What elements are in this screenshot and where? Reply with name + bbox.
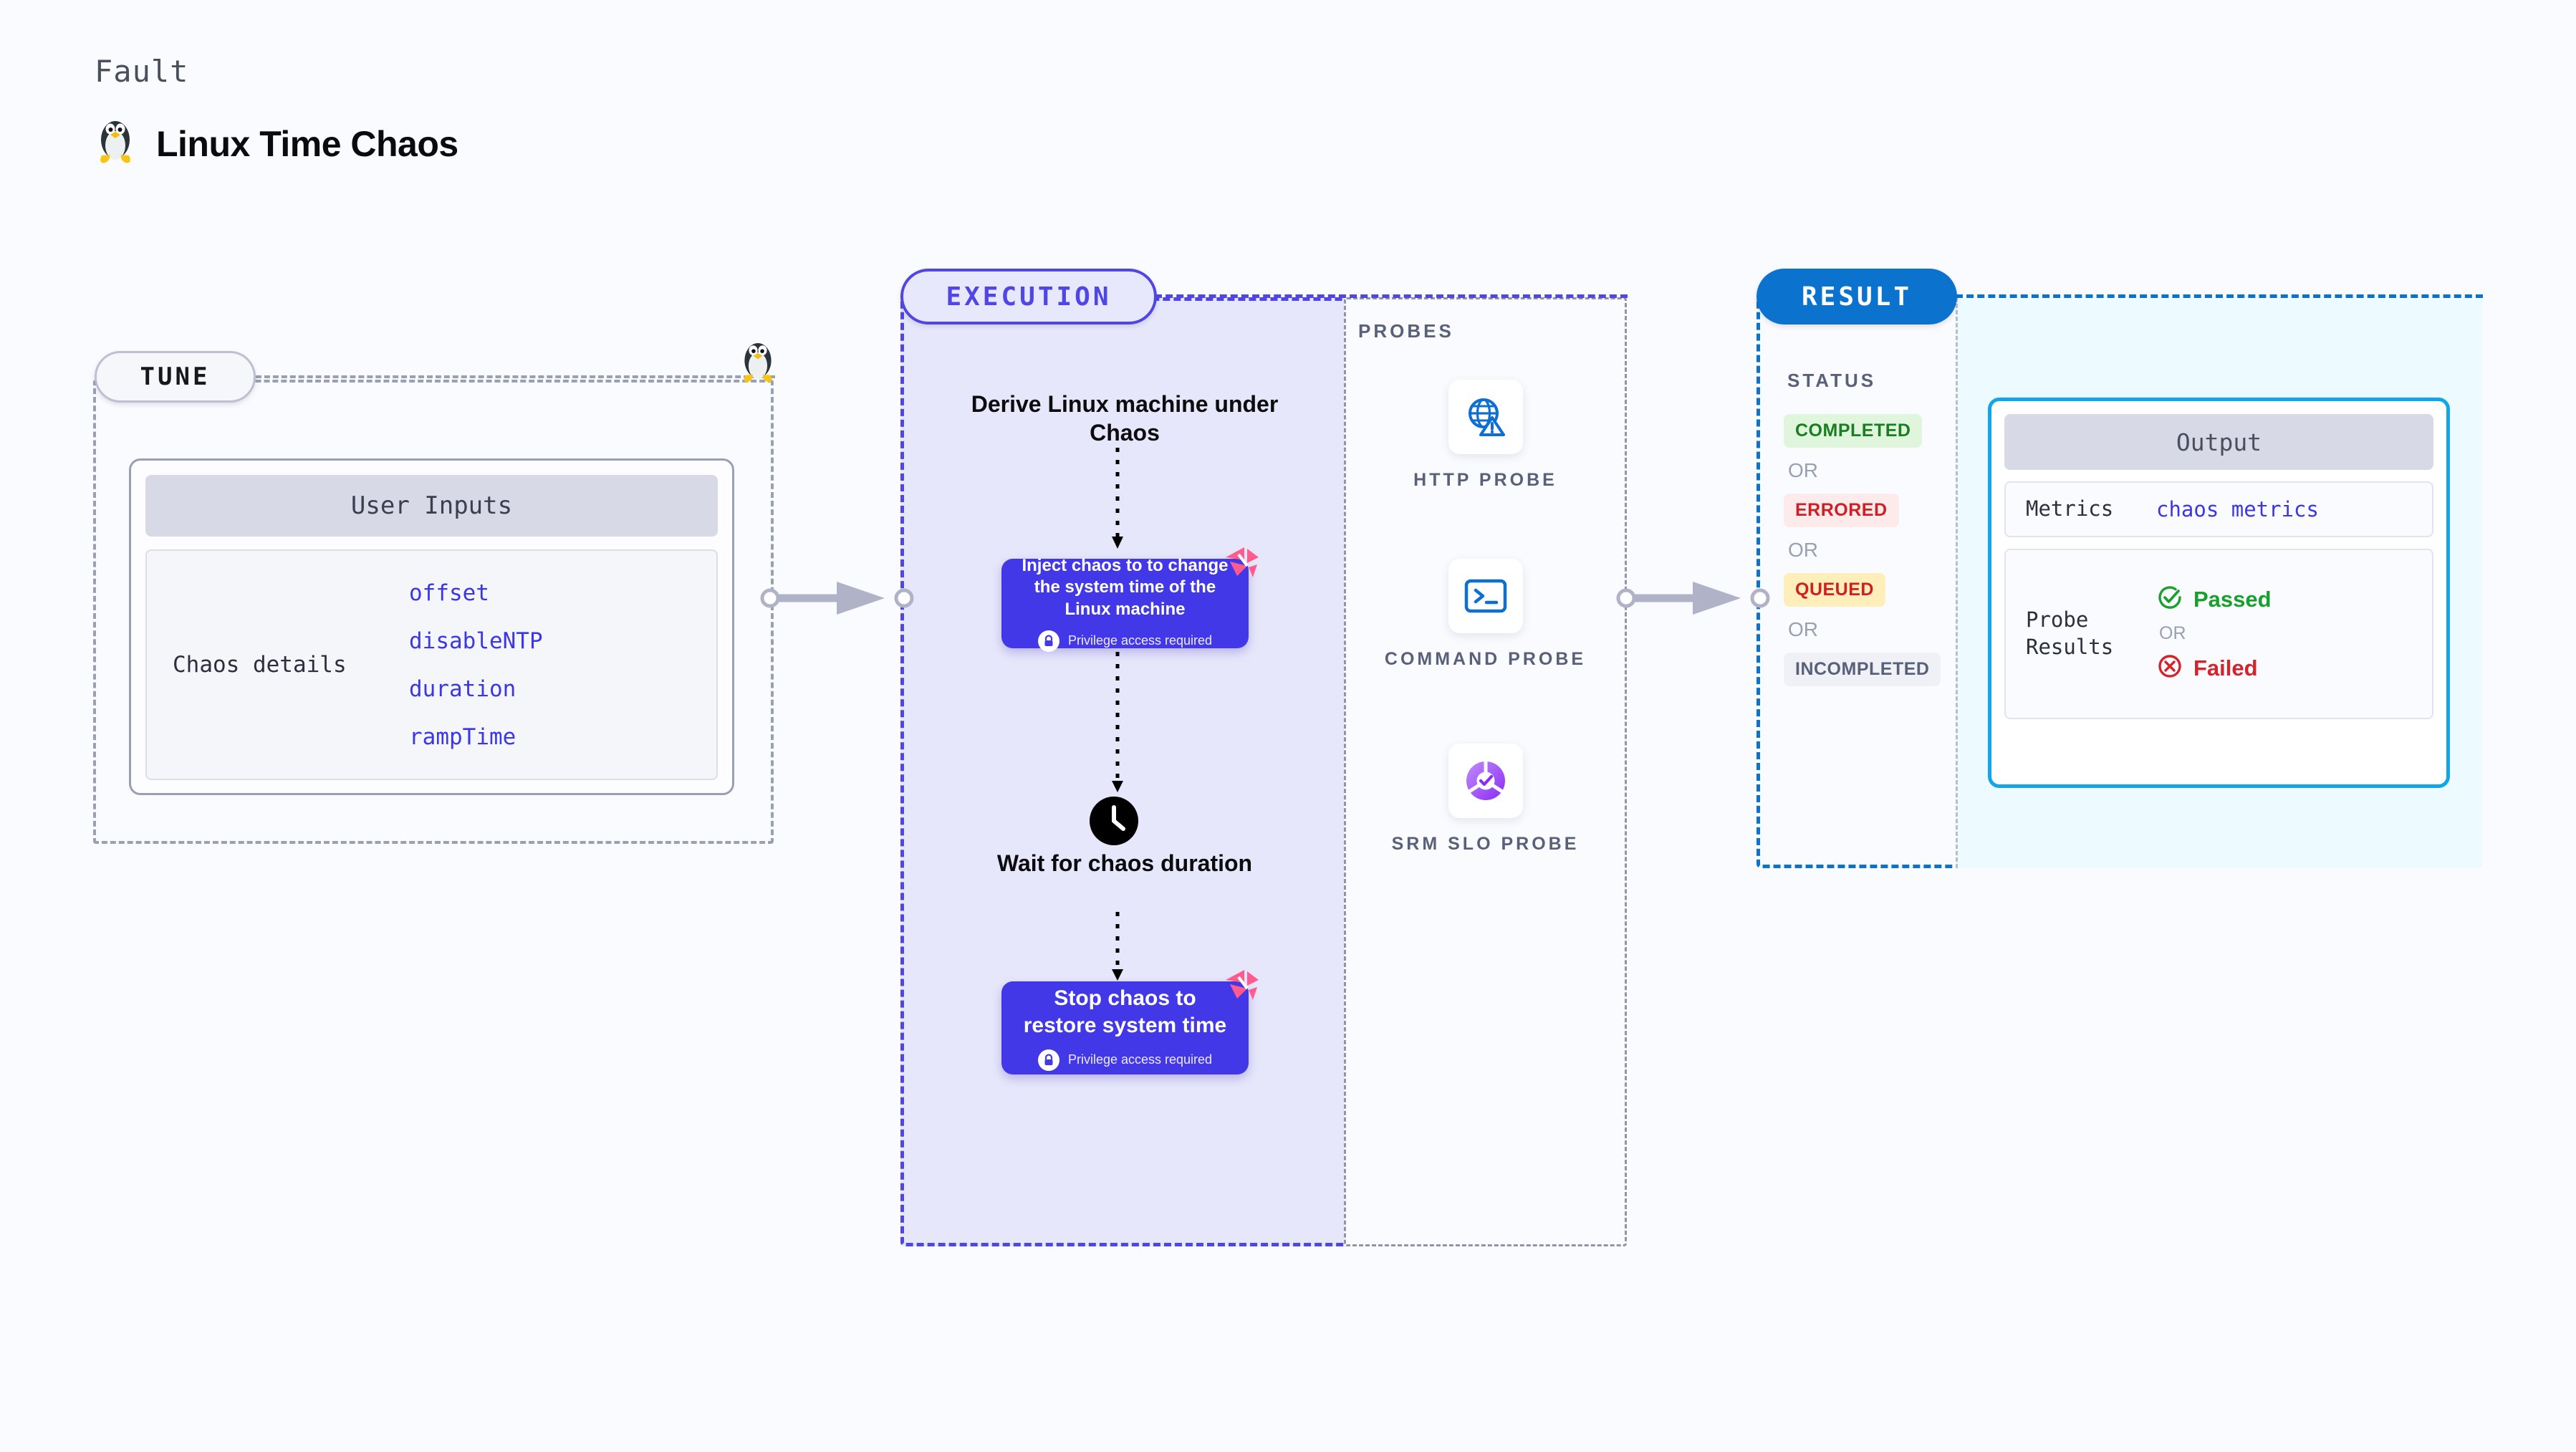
probe-item-command[interactable]: COMMAND PROBE	[1344, 559, 1627, 671]
execution-panel-top-edge	[1155, 294, 1628, 298]
output-metrics-key: Metrics	[2026, 496, 2114, 521]
probe-item-srm-slo[interactable]: SRM SLO PROBE	[1344, 744, 1627, 856]
connector-tune-to-execution	[760, 582, 914, 615]
failed-label: Failed	[2193, 655, 2258, 681]
probe-result-values: Passed OR Failed	[2156, 584, 2272, 683]
globe-warning-icon	[1448, 380, 1523, 454]
tune-linux-tux-icon	[739, 340, 777, 388]
probe-result-passed: Passed	[2156, 584, 2272, 615]
or-label: OR	[1788, 539, 1818, 561]
user-inputs-title: User Inputs	[145, 475, 718, 537]
chaos-detail-disablentp[interactable]: disableNTP	[409, 628, 543, 654]
privilege-note-text: Privilege access required	[1067, 633, 1213, 648]
user-inputs-card: User Inputs Chaos details offset disable…	[129, 458, 734, 795]
output-metrics-row: Metrics chaos metrics	[2004, 481, 2433, 537]
result-panel-top-edge	[1956, 294, 2483, 298]
or-label: OR	[2159, 623, 2186, 644]
output-probe-key: Probe Results	[2026, 607, 2114, 659]
linux-tux-icon	[95, 118, 136, 169]
fault-kicker: Fault	[95, 54, 189, 89]
step-card-stop-chaos[interactable]: Stop chaos to restore system time Privil…	[1001, 970, 1259, 1074]
privilege-note: Privilege access required	[1037, 1049, 1213, 1071]
output-metrics-value[interactable]: chaos metrics	[2156, 496, 2319, 521]
connector-execution-to-result	[1616, 582, 1770, 615]
probe-label: SRM SLO PROBE	[1391, 834, 1580, 854]
tune-panel	[93, 380, 774, 844]
arrow-wait-to-stop	[1112, 912, 1123, 981]
status-list: COMPLETED OR ERRORED OR QUEUED OR INCOMP…	[1784, 414, 1948, 686]
lock-icon	[1037, 630, 1059, 652]
probe-label: HTTP PROBE	[1413, 470, 1557, 490]
chaos-details-values: offset disableNTP duration rampTime	[409, 580, 543, 750]
or-label: OR	[1788, 618, 1818, 640]
status-badge-completed: COMPLETED	[1784, 414, 1923, 448]
harness-logo-icon	[1223, 968, 1260, 1006]
clock-icon	[1088, 795, 1140, 850]
output-title: Output	[2004, 414, 2433, 470]
step-title: Stop chaos to restore system time	[1023, 986, 1227, 1037]
step-title: Inject chaos to to change the system tim…	[1022, 556, 1229, 619]
wait-step-label: Wait for chaos duration	[996, 850, 1253, 876]
harness-logo-icon	[1223, 546, 1260, 584]
execution-pill[interactable]: EXECUTION	[900, 269, 1157, 324]
arrow-head-to-inject	[1112, 448, 1123, 549]
output-card: Output Metrics chaos metrics Probe Resul…	[1988, 398, 2450, 788]
probe-label: COMMAND PROBE	[1384, 649, 1587, 669]
status-badge-incompleted: INCOMPLETED	[1784, 653, 1941, 686]
page-title: Linux Time Chaos	[156, 123, 458, 164]
page-title-row: Linux Time Chaos	[95, 118, 458, 169]
terminal-icon	[1448, 559, 1523, 633]
probes-title: PROBES	[1358, 320, 1454, 342]
chaos-details-key: Chaos details	[173, 652, 347, 678]
x-circle-icon	[2156, 653, 2183, 683]
privilege-note-text: Privilege access required	[1067, 1052, 1213, 1067]
chaos-detail-ramptime[interactable]: rampTime	[409, 723, 516, 750]
status-title: STATUS	[1787, 370, 1877, 391]
chaos-detail-offset[interactable]: offset	[409, 580, 489, 606]
probe-result-failed: Failed	[2156, 653, 2272, 683]
tune-panel-top-edge	[256, 375, 775, 378]
flow-heading: Derive Linux machine under Chaos	[971, 391, 1279, 446]
step-card-inject-chaos[interactable]: Inject chaos to to change the system tim…	[1001, 547, 1259, 652]
arrow-inject-to-wait	[1112, 652, 1123, 792]
passed-label: Passed	[2193, 586, 2272, 612]
chaos-detail-duration[interactable]: duration	[409, 675, 516, 702]
check-circle-icon	[2156, 584, 2183, 615]
result-pill[interactable]: RESULT	[1756, 269, 1957, 324]
tune-pill[interactable]: TUNE	[95, 351, 256, 403]
status-badge-queued: QUEUED	[1784, 573, 1885, 607]
output-probe-results-row: Probe Results Passed OR	[2004, 548, 2433, 719]
privilege-note: Privilege access required	[1037, 630, 1213, 652]
slo-donut-check-icon	[1448, 744, 1523, 818]
status-badge-errored: ERRORED	[1784, 494, 1899, 527]
or-label: OR	[1788, 459, 1818, 481]
chaos-details-row: Chaos details offset disableNTP duration…	[145, 549, 718, 780]
probe-item-http[interactable]: HTTP PROBE	[1344, 380, 1627, 492]
lock-icon	[1037, 1049, 1059, 1071]
